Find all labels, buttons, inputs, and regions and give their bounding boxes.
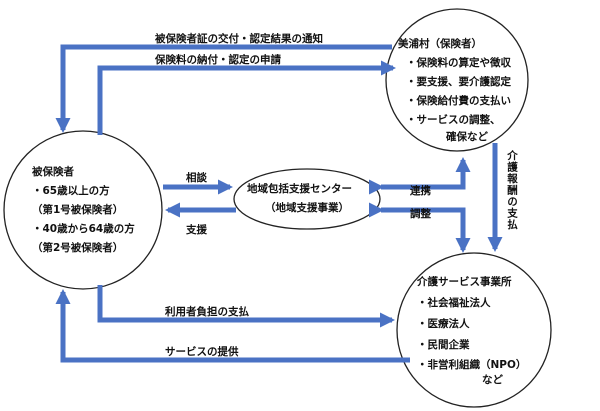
insured-item: ・65歳以上の方 xyxy=(32,185,110,197)
consultation-label: 相談 xyxy=(186,172,207,184)
payment-application-label: 保険料の納付・認定の申請 xyxy=(155,54,281,66)
municipality-circle xyxy=(385,8,529,152)
center-ellipse xyxy=(233,168,381,230)
insured-item: （第2号被保険者） xyxy=(32,242,124,254)
notice-arrow xyxy=(55,44,392,133)
providers-item: など xyxy=(482,374,503,386)
municipality-item: ・要支援、要介護認定 xyxy=(406,76,511,88)
coordination-arrow xyxy=(369,202,471,253)
center-title: 地域包括支援センター xyxy=(247,183,352,195)
insured-title: 被保険者 xyxy=(32,166,74,178)
municipality-title: 美浦村（保険者） xyxy=(398,38,482,50)
cooperation-arrow xyxy=(369,157,471,195)
center-subtitle: （地域支援事業） xyxy=(265,202,349,214)
providers-item: ・医療法人 xyxy=(417,318,470,330)
providers-circle xyxy=(396,252,552,408)
cooperation-label: 連携 xyxy=(410,185,431,197)
insured-item: ・40歳から64歳の方 xyxy=(32,223,135,235)
municipality-item: ・サービスの調整、 xyxy=(406,114,501,126)
service-provision-label: サービスの提供 xyxy=(165,346,239,358)
support-label: 支援 xyxy=(186,224,207,236)
municipality-item: ・保険料の算定や徴収 xyxy=(406,57,511,69)
municipality-item: 確保など xyxy=(446,131,488,143)
insured-item: （第1号被保険者） xyxy=(32,204,124,216)
copayment-label: 利用者負担の支払 xyxy=(165,306,249,318)
insured-circle xyxy=(3,130,163,290)
service-provision-arrow xyxy=(55,289,410,363)
payment-application-arrow xyxy=(97,60,396,135)
providers-item: ・非営利組織（NPO） xyxy=(417,359,527,371)
providers-item: ・社会福祉法人 xyxy=(417,297,491,309)
coordination-label: 調整 xyxy=(410,208,431,220)
providers-item: ・民間企業 xyxy=(417,339,470,351)
providers-title: 介護サービス事業所 xyxy=(417,276,512,288)
copayment-arrow xyxy=(97,285,395,328)
notice-label: 被保険者証の交付・認定結果の通知 xyxy=(155,33,323,45)
care-fee-label: 介護報酬の支払 xyxy=(506,150,518,231)
municipality-item: ・保険給付費の支払い xyxy=(406,95,511,107)
